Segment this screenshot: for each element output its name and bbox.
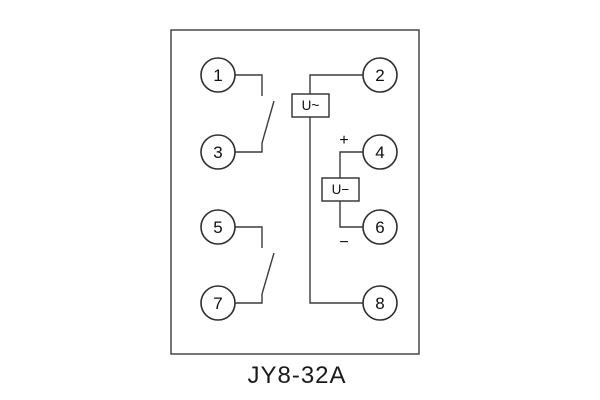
wire-terminal-7 — [235, 294, 263, 304]
terminal-2: 2 — [362, 57, 398, 93]
terminal-5: 5 — [200, 209, 236, 245]
terminal-4: 4 — [362, 134, 398, 170]
minus-sign: − — [339, 234, 348, 251]
wire-terminal-1 — [235, 74, 263, 96]
terminal-8: 8 — [362, 285, 398, 321]
terminal-6-number: 6 — [375, 218, 384, 237]
ac-source-label: U~ — [302, 98, 320, 113]
terminal-2-circle — [362, 57, 398, 93]
contact-blade-5-7 — [261, 252, 275, 295]
ac-source-box — [291, 93, 330, 118]
terminal-1: 1 — [200, 57, 236, 93]
wire-bus-2-8 — [309, 74, 363, 304]
terminal-6-circle — [362, 209, 398, 245]
contact-blade-1-3 — [261, 100, 275, 144]
terminal-5-circle — [200, 209, 236, 245]
terminal-3: 3 — [200, 134, 236, 170]
diagram-caption: JY8-32A — [247, 362, 346, 389]
terminal-7: 7 — [200, 285, 236, 321]
plus-sign: + — [339, 132, 348, 149]
dc-source: U− — [321, 177, 360, 202]
terminal-4-number: 4 — [375, 143, 384, 162]
wire-terminal-5 — [235, 226, 263, 248]
terminal-5-number: 5 — [213, 218, 222, 237]
terminal-6: 6 — [362, 209, 398, 245]
terminal-7-number: 7 — [213, 294, 222, 313]
terminal-4-circle — [362, 134, 398, 170]
terminal-3-number: 3 — [213, 143, 222, 162]
terminal-1-circle — [200, 57, 236, 93]
relay-outline — [170, 29, 420, 355]
ac-source: U~ — [291, 93, 330, 118]
terminal-8-number: 8 — [375, 294, 384, 313]
terminal-7-circle — [200, 285, 236, 321]
terminal-3-circle — [200, 134, 236, 170]
wire-terminal-3 — [235, 143, 263, 153]
terminal-1-number: 1 — [213, 66, 222, 85]
dc-source-box — [321, 177, 360, 202]
terminal-2-number: 2 — [375, 66, 384, 85]
dc-source-label: U− — [332, 182, 350, 197]
terminal-8-circle — [362, 285, 398, 321]
